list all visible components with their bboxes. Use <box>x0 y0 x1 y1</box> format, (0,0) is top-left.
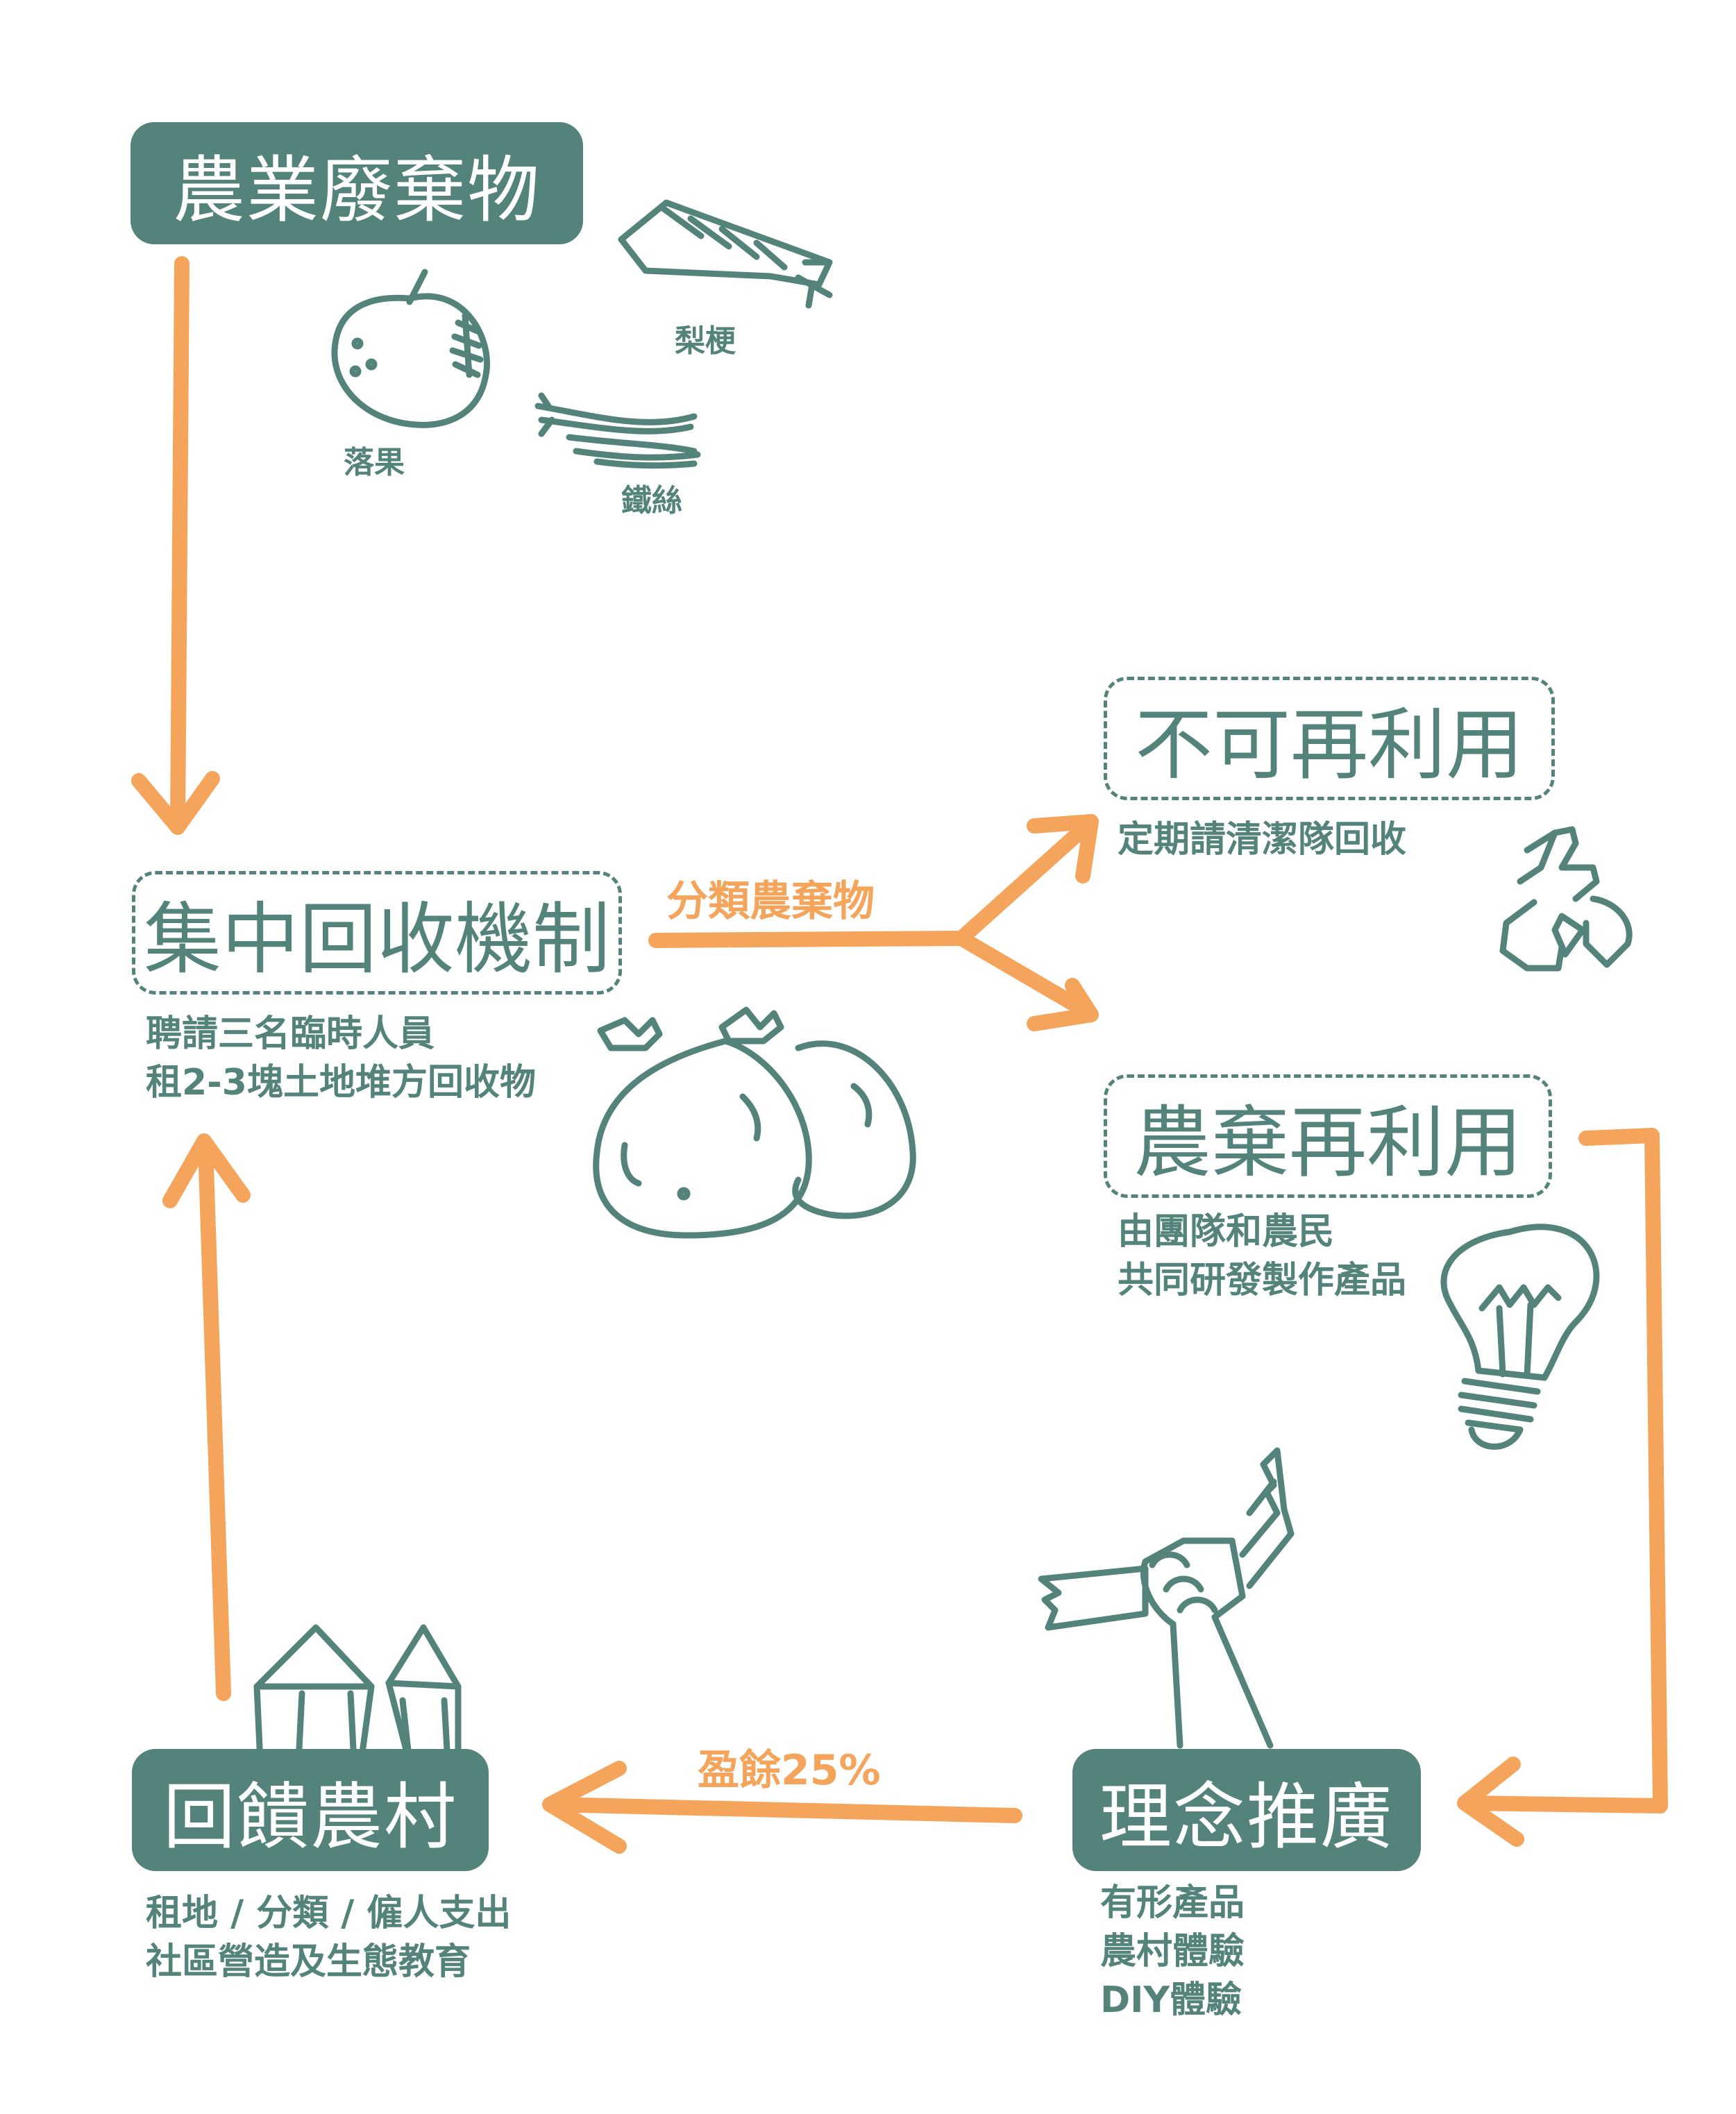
garbage-bags-icon <box>593 1006 916 1239</box>
village-houses-icon <box>253 1624 462 1766</box>
note-line: 聘請三名臨時人員 <box>146 1013 435 1055</box>
node-reusable-title: 農棄再利用 <box>1134 1098 1522 1188</box>
arrow-branch-to-non-reusable <box>954 815 1097 946</box>
arrowhead-collection-bottom <box>162 1133 251 1208</box>
node-reusable-notes: 由團隊和農民 共同研發製作產品 <box>1118 1208 1406 1305</box>
arrow-reusable-to-promotion <box>1460 1128 1668 1813</box>
node-give-back-notes: 租地 / 分類 / 僱人支出 社區營造及生態教育 <box>146 1889 511 1986</box>
flow-arrows <box>131 256 1668 1854</box>
note-line: 有形產品 <box>1100 1882 1245 1924</box>
node-non-reusable-notes: 定期請清潔隊回收 <box>1118 815 1406 864</box>
note-line: 共同研發製作產品 <box>1118 1260 1407 1301</box>
node-give-back: 回饋農村 <box>132 1749 489 1871</box>
fallen-fruit-icon <box>331 269 490 428</box>
node-central-collection-notes: 聘請三名臨時人員 租2-3塊土地堆方回收物 <box>146 1010 536 1107</box>
lightbulb-icon <box>1440 1224 1600 1450</box>
arrow-giveback-to-collection <box>198 1138 231 1701</box>
note-line: 租地 / 分類 / 僱人支出 <box>146 1893 512 1934</box>
note-line: 由團隊和農民 <box>1118 1211 1335 1253</box>
pear-branch-icon <box>618 199 833 309</box>
arrowhead-non-reusable <box>1027 814 1099 883</box>
arrow-collection-to-branch <box>648 931 969 948</box>
arrowhead-waste-to-collection <box>131 771 220 835</box>
node-agri-waste-title: 農業廢棄物 <box>172 147 541 232</box>
node-central-collection: 集中回收機制 <box>132 871 622 995</box>
recycle-icon <box>1499 826 1633 972</box>
note-line: 農村體驗 <box>1100 1931 1245 1972</box>
arrow-waste-to-collection <box>170 256 189 834</box>
node-promotion-title: 理念推廣 <box>1099 1774 1394 1859</box>
edge-label-surplus: 盈餘25% <box>698 1746 881 1795</box>
arrow-promotion-to-giveback <box>544 1797 1022 1823</box>
node-non-reusable: 不可再利用 <box>1104 677 1555 800</box>
arrowhead-reusable <box>1027 978 1099 1031</box>
edge-label-sort-waste: 分類農棄物 <box>666 877 875 926</box>
node-promotion-notes: 有形產品 農村體驗 DIY體驗 <box>1100 1879 1245 2024</box>
node-central-collection-title: 集中回收機制 <box>144 895 610 985</box>
node-give-back-title: 回饋農村 <box>162 1774 457 1859</box>
node-agri-waste: 農業廢棄物 <box>130 122 583 244</box>
arrow-branch-to-reusable <box>954 931 1097 1021</box>
node-promotion: 理念推廣 <box>1072 1749 1421 1871</box>
label-fallen-fruit: 落果 <box>344 445 405 480</box>
note-line: 定期請清潔隊回收 <box>1118 819 1407 861</box>
raised-fist-banner-icon <box>1038 1447 1295 1749</box>
wire-icon <box>534 392 701 469</box>
note-line: DIY體驗 <box>1100 1979 1242 2021</box>
label-wire: 鐵絲 <box>621 483 682 518</box>
label-pear-branch: 梨梗 <box>675 323 736 359</box>
note-line: 社區營造及生態教育 <box>146 1941 471 1983</box>
note-line: 租2-3塊土地堆方回收物 <box>146 1062 536 1103</box>
node-non-reusable-title: 不可再利用 <box>1135 700 1524 790</box>
arrowhead-giveback <box>542 1761 627 1854</box>
node-reusable: 農棄再利用 <box>1104 1074 1552 1198</box>
arrowhead-promotion <box>1457 1757 1524 1847</box>
